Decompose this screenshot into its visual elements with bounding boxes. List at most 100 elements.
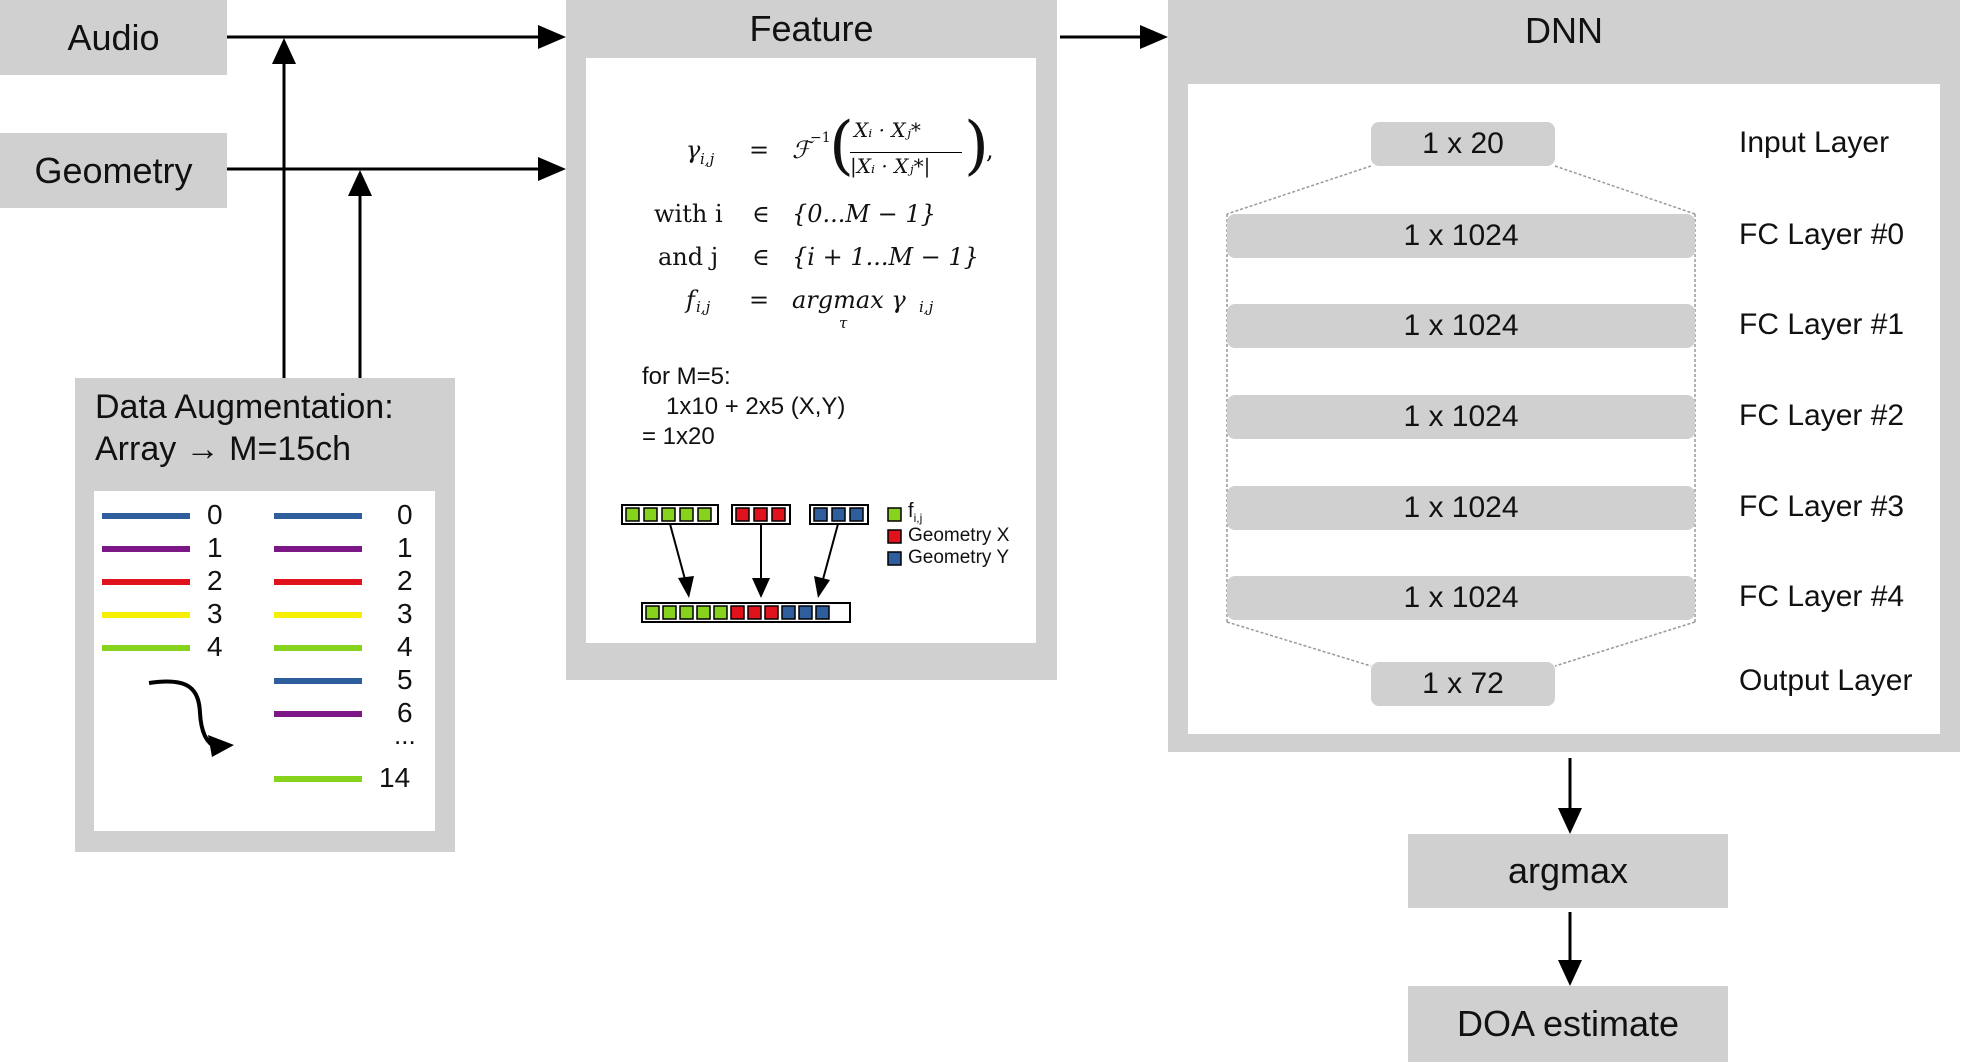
- channel-label-left-1: 1: [207, 532, 223, 563]
- dnn-layer-output: 1 x 72: [1371, 662, 1555, 706]
- channel-label-right-14: 14: [379, 762, 411, 793]
- f-cell: [625, 507, 640, 522]
- eq-comma: ,: [986, 136, 994, 164]
- channel-line-left-4: [102, 645, 190, 651]
- argmax-box: argmax: [1408, 834, 1728, 908]
- eq-gamma-sub: i,j: [700, 150, 715, 168]
- dnn-layer-fc4-name: FC Layer #4: [1739, 580, 1905, 613]
- channel-label-left-0: 0: [207, 499, 223, 530]
- eq-with-i: with i: [654, 200, 723, 228]
- gy-cell: [849, 507, 864, 522]
- dnn-layer-fc3: 1 x 1024: [1227, 486, 1695, 530]
- legend-f-text: f: [908, 500, 914, 522]
- channel-line-right-14: [274, 776, 362, 782]
- channel-line-left-2: [102, 579, 190, 585]
- eq-paren-close: ): [964, 109, 989, 183]
- gx-cell: [735, 507, 750, 522]
- eq-fourier-inverse: −1: [810, 130, 831, 146]
- dnn-layer-fc1-name: FC Layer #1: [1739, 308, 1905, 341]
- augmentation-title-line2: Array → M=15ch: [95, 430, 352, 468]
- legend-f-label: fi,j: [908, 500, 922, 525]
- dnn-layer-fc3-name: FC Layer #3: [1739, 490, 1905, 523]
- f-merge-arrow: [669, 523, 687, 584]
- eq-argmax-under: τ: [839, 314, 848, 332]
- channel-line-right-0: [274, 513, 362, 519]
- eq-denominator: |Xᵢ · Xⱼ*|: [850, 154, 931, 178]
- augmentation-box: Data Augmentation: Array → M=15ch 0 1 2 …: [75, 378, 455, 852]
- augmentation-title-line1: Data Augmentation:: [95, 388, 394, 426]
- eq-in-2: ∈: [752, 243, 770, 271]
- channel-label-right-6: 6: [397, 697, 413, 728]
- channel-label-right-1: 1: [397, 532, 413, 563]
- f-cell: [643, 507, 658, 522]
- feature-title: Feature: [749, 8, 874, 49]
- feature-text-line2: 1x10 + 2x5 (X,Y): [666, 393, 846, 420]
- channel-line-left-0: [102, 513, 190, 519]
- dnn-layer-fc0-name: FC Layer #0: [1739, 218, 1905, 251]
- dnn-layer-connections: [1226, 165, 1696, 667]
- feature-content-panel: γ i,j = ℱ −1 ( Xᵢ · Xⱼ* |Xᵢ · Xⱼ*| ) , w…: [586, 58, 1036, 643]
- eq-range-i: {0...M − 1}: [792, 200, 936, 228]
- equation-row-f: f i,j = argmax γ i,j τ: [586, 286, 1036, 338]
- gy-cell: [813, 507, 828, 522]
- equation-row-gamma: γ i,j = ℱ −1 ( Xᵢ · Xⱼ* |Xᵢ · Xⱼ*| ) ,: [586, 114, 1036, 194]
- channel-line-left-3: [102, 612, 190, 618]
- channel-label-right-ellipsis: ...: [394, 720, 416, 750]
- eq-in-1: ∈: [752, 200, 770, 228]
- dnn-layer-output-name: Output Layer: [1739, 664, 1913, 697]
- eq-f-sub: i,j: [696, 298, 711, 316]
- f-cell: [697, 507, 712, 522]
- dnn-box: DNN 1 x 20 Input Layer 1 x 1024 FC Layer…: [1168, 0, 1960, 752]
- channel-line-right-3: [274, 612, 362, 618]
- geometry-label: Geometry: [34, 149, 193, 191]
- channel-line-left-1: [102, 546, 190, 552]
- eq-f-symbol: f: [686, 286, 695, 314]
- eq-argmax-sub: i,j: [919, 298, 934, 316]
- channel-label-left-3: 3: [207, 598, 223, 629]
- channel-label-right-4: 4: [397, 631, 413, 662]
- eq-gamma-symbol: γ: [686, 136, 701, 164]
- gy-cell: [831, 507, 846, 522]
- gx-cell: [753, 507, 768, 522]
- gx-cell: [771, 507, 786, 522]
- eq-fourier-symbol: ℱ: [792, 136, 811, 164]
- dnn-content-panel: 1 x 20 Input Layer 1 x 1024 FC Layer #0 …: [1188, 84, 1940, 734]
- doa-estimate-box: DOA estimate: [1408, 986, 1728, 1062]
- dnn-layer-fc0: 1 x 1024: [1227, 214, 1695, 258]
- channel-line-right-5: [274, 678, 362, 684]
- augmentation-curved-arrow: [148, 679, 234, 757]
- legend-f-swatch: [887, 507, 902, 522]
- channel-label-left-4: 4: [207, 631, 223, 662]
- equation-row-i: with i ∈ {0...M − 1}: [586, 200, 1036, 236]
- equation-row-j: and j ∈ {i + 1...M − 1}: [586, 243, 1036, 279]
- augmentation-channel-panel: 0 1 2 3 4 0 1 2 3 4 5 6 ... 14: [94, 491, 435, 831]
- feature-vector-diagram: [621, 504, 902, 623]
- channel-line-right-6: [274, 711, 362, 717]
- channel-label-right-0: 0: [397, 499, 413, 530]
- dnn-layer-fc2-name: FC Layer #2: [1739, 399, 1905, 432]
- dnn-layer-fc1: 1 x 1024: [1227, 304, 1695, 348]
- audio-label: Audio: [67, 16, 160, 58]
- dnn-layer-fc4: 1 x 1024: [1227, 576, 1695, 620]
- feature-text-line3: = 1x20: [642, 423, 715, 450]
- dnn-layer-fc2: 1 x 1024: [1227, 395, 1695, 439]
- eq-and-j: and j: [658, 243, 719, 271]
- merged-vector-frame: [641, 602, 851, 623]
- channel-line-right-1: [274, 546, 362, 552]
- channel-line-right-2: [274, 579, 362, 585]
- channel-label-right-3: 3: [397, 598, 413, 629]
- feature-text-line1: for M=5:: [642, 363, 731, 390]
- legend-gx-swatch: [887, 529, 902, 544]
- channel-label-right-2: 2: [397, 565, 413, 596]
- dnn-title: DNN: [1525, 10, 1603, 51]
- channel-label-left-2: 2: [207, 565, 223, 596]
- f-cell: [679, 507, 694, 522]
- feature-box: Feature γ i,j = ℱ −1 ( Xᵢ · Xⱼ* |Xᵢ · Xⱼ…: [566, 0, 1057, 680]
- gy-merge-arrow: [821, 523, 839, 584]
- legend-f-sub: i,j: [913, 511, 923, 525]
- channel-label-right-5: 5: [397, 664, 413, 695]
- legend-gy-label: Geometry Y: [908, 547, 1010, 568]
- geometry-input-box: Geometry: [0, 133, 227, 208]
- eq-numerator: Xᵢ · Xⱼ*: [854, 118, 921, 142]
- f-cell: [661, 507, 676, 522]
